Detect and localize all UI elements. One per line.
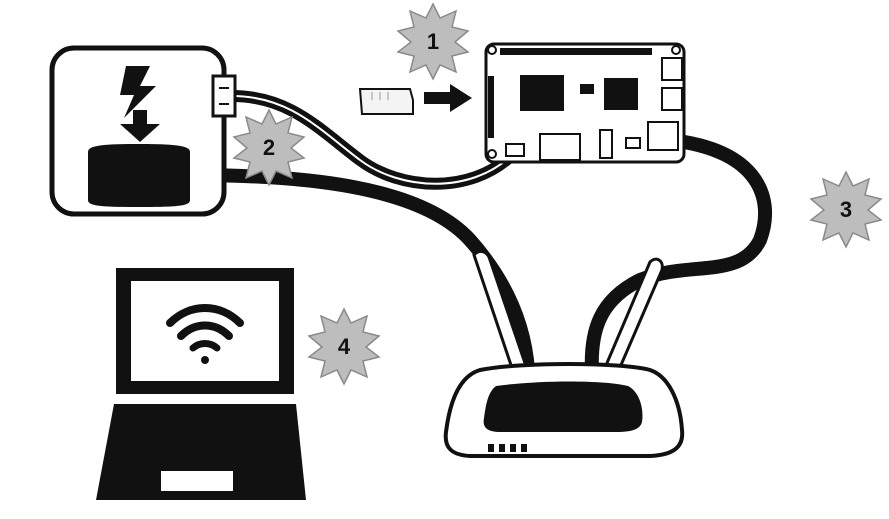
step-badge-3: 3 (809, 170, 883, 249)
adapter-plug (211, 74, 237, 118)
adapter-body (88, 144, 190, 207)
raspberry-pi-board (484, 42, 686, 164)
hdmi-port (539, 133, 581, 161)
step-label-4: 4 (338, 334, 351, 359)
micro-usb-port (505, 143, 525, 157)
cables (183, 90, 773, 379)
cpu-chip (520, 75, 564, 111)
sd-card (358, 88, 414, 115)
router-indicator-lights (488, 444, 527, 452)
usb-port-2 (661, 87, 683, 111)
router-antenna-left (472, 249, 531, 376)
laptop-keyboard-base (96, 404, 306, 500)
router-top-panel (483, 381, 643, 432)
arrow-down-icon (120, 110, 160, 142)
wifi-router (443, 249, 685, 458)
step-badge-1: 1 (396, 2, 470, 81)
sd-slot (488, 76, 494, 138)
wifi-icon (166, 304, 244, 364)
laptop-trackpad (159, 469, 235, 493)
router-antenna-right (601, 257, 664, 374)
gpio-header (500, 48, 652, 55)
step-badge-2: 2 (232, 108, 306, 187)
step-label-1: 1 (427, 29, 439, 54)
ethernet-port (647, 121, 679, 151)
lightning-bolt-icon (120, 66, 156, 118)
audio-port (599, 129, 613, 159)
usb-port-1 (661, 57, 683, 81)
ethernet-cable (584, 133, 773, 379)
laptop (96, 268, 306, 500)
power-adapter (49, 45, 237, 217)
step-label-3: 3 (840, 197, 852, 222)
step-badge-4: 4 (307, 307, 381, 386)
memory-chip (604, 78, 638, 110)
laptop-screen (131, 281, 279, 381)
adapter-router-cable (183, 168, 535, 377)
arrow-right-icon (424, 84, 472, 112)
step-label-2: 2 (263, 135, 275, 160)
